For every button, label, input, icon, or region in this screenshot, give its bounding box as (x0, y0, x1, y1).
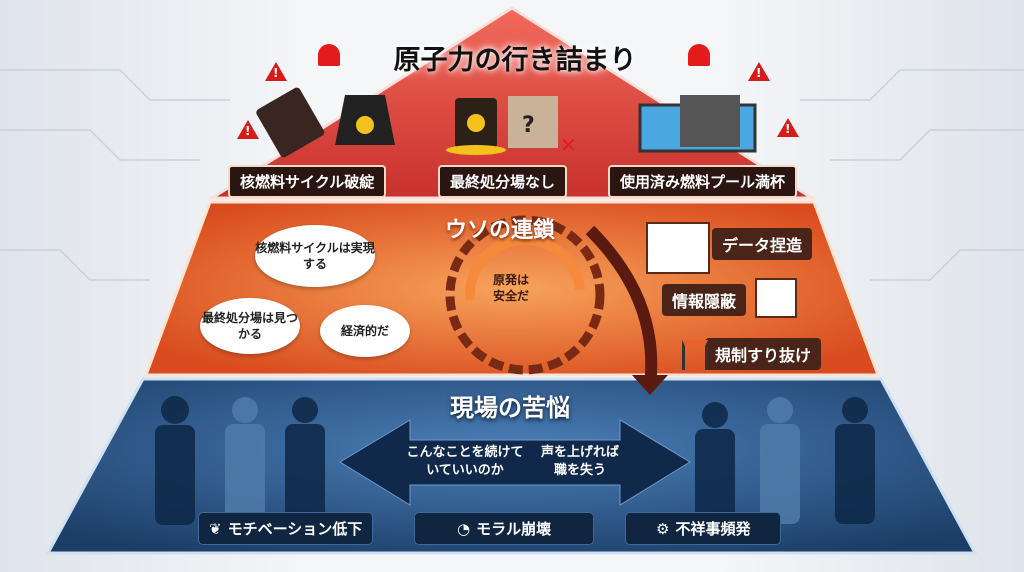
warning-icon: ! (777, 118, 799, 137)
middle-tier-title: ウソの連鎖 (444, 218, 555, 243)
broken-gear-icon: ⚙ (656, 519, 670, 538)
thought-cloud: 核燃料サイクルは実現する (255, 225, 375, 287)
warning-icon: ! (237, 120, 259, 139)
radioactive-barrel-icon (446, 98, 506, 155)
warning-icon: ! (265, 62, 287, 81)
action-label: 情報隠蔽 (662, 284, 747, 316)
right-arrow-text: 声を上げれば職を失う (540, 445, 619, 478)
cooling-tower-icon (335, 95, 395, 145)
circuit-lines (0, 69, 1024, 281)
bottom-item: ❦モチベーション低下 (198, 512, 374, 545)
fuel-pool-icon (638, 95, 757, 153)
fuel-rods-icon (256, 87, 325, 158)
chain-spiral-icon (445, 215, 658, 386)
svg-text:?: ? (522, 113, 535, 138)
thought-cloud: 経済的だ (320, 305, 410, 357)
bottom-item: ⚙不祥事頻発 (625, 512, 782, 545)
bottom-tier-title: 現場の苦悩 (450, 394, 570, 422)
down-arrow-icon (632, 375, 668, 395)
top-item-label: 使用済み燃料プール満杯 (608, 165, 798, 198)
broken-compass-icon: ◔ (457, 519, 471, 538)
double-arrow-icon (339, 419, 691, 506)
siren-icon (688, 44, 710, 66)
center-text: 原発は安全だ (492, 273, 529, 303)
shredded-document-icon (755, 278, 797, 318)
disposal-site-icon: ?✕ (508, 96, 577, 157)
top-item-label: 最終処分場なし (438, 165, 568, 198)
svg-text:✕: ✕ (560, 133, 577, 157)
data-chart-icon (646, 222, 710, 274)
action-label: データ捏造 (712, 228, 813, 260)
thought-cloud: 最終処分場は見つかる (200, 298, 300, 354)
siren-icon (318, 44, 340, 66)
warning-icon: ! (748, 62, 770, 81)
left-arrow-text: こんなことを続けていていいのか (406, 445, 524, 478)
wilting-plant-icon: ❦ (209, 519, 222, 538)
action-label: 規制すり抜け (705, 338, 822, 370)
worker-silhouettes-icon (155, 396, 875, 525)
top-tier-title: 原子力の行き詰まり (393, 45, 637, 76)
top-item-label: 核燃料サイクル破綻 (228, 165, 387, 198)
barrier-icon (682, 340, 708, 370)
bottom-item: ◔モラル崩壊 (414, 512, 595, 545)
